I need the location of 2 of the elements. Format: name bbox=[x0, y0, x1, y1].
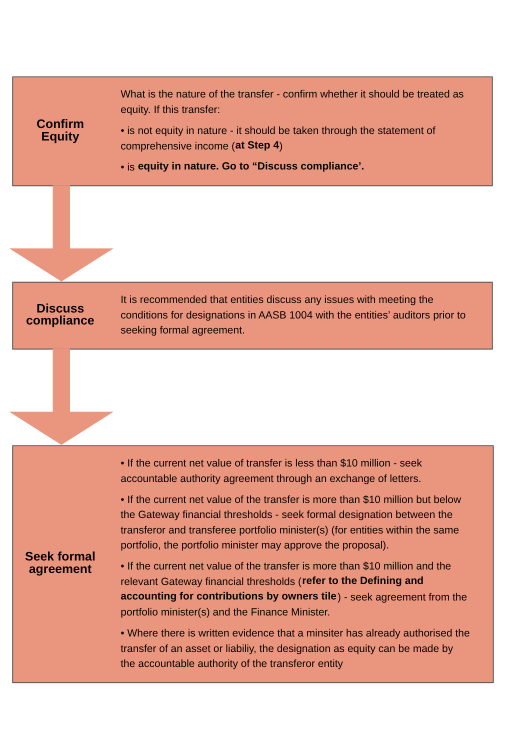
arrow bbox=[9, 185, 114, 282]
arrow bbox=[9, 348, 114, 445]
